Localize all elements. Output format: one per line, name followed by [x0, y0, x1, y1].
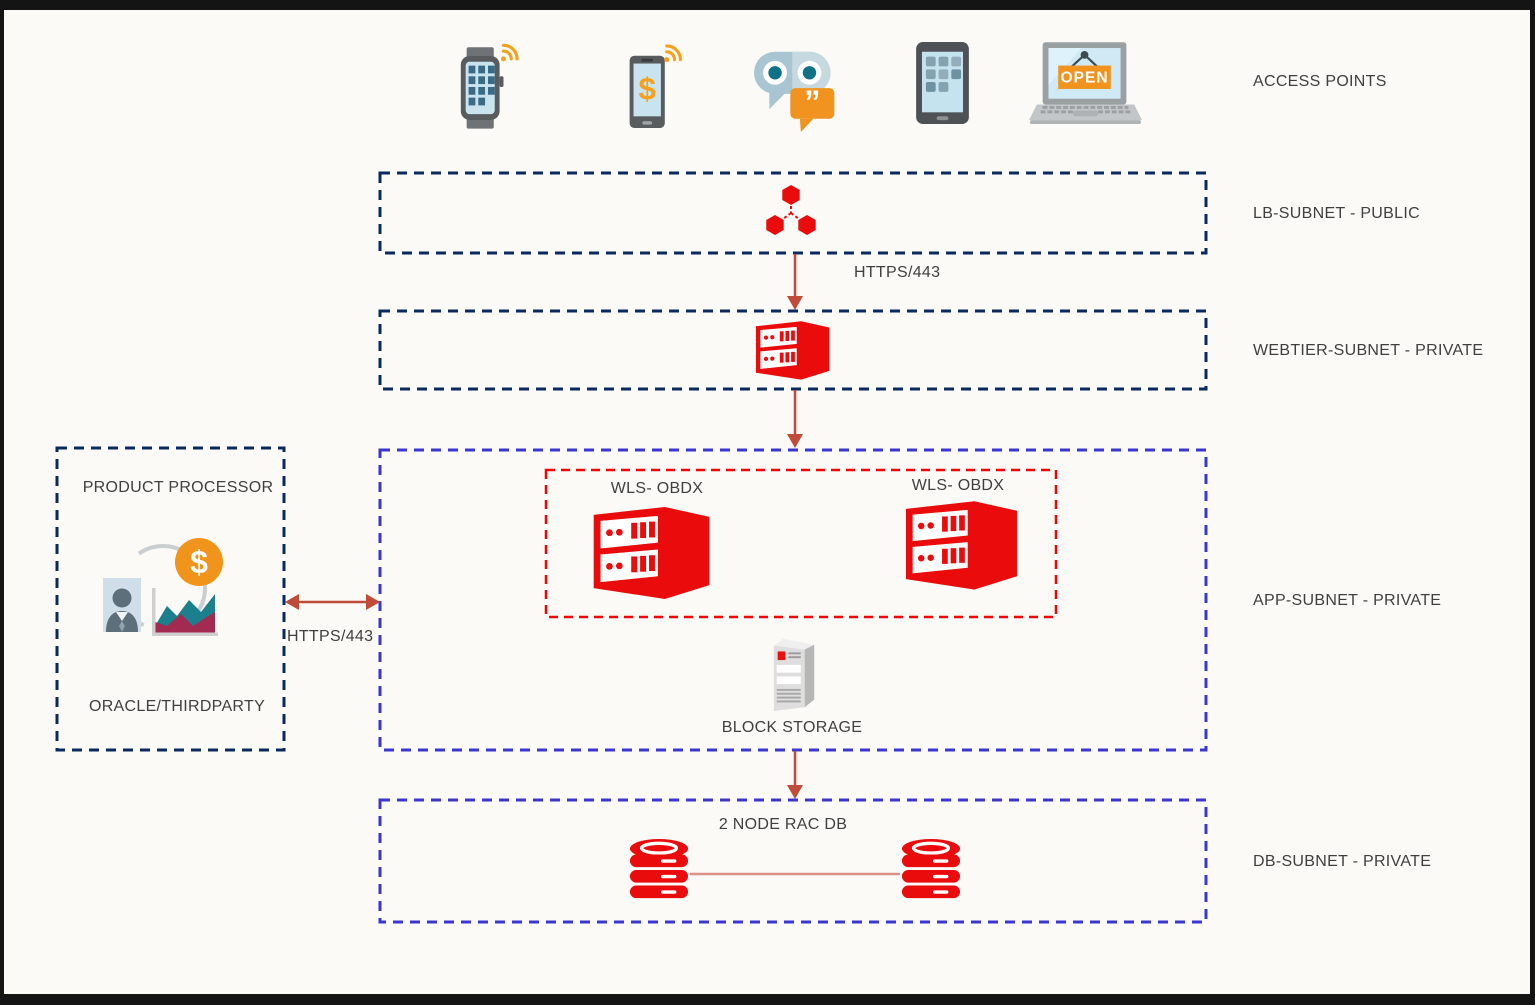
rac-db-node-1-icon: [628, 838, 690, 900]
dollar-sign: $: [190, 544, 208, 580]
https-label-top: HTTPS/443: [854, 264, 941, 281]
quote-marks: ”: [804, 84, 820, 120]
web-server-icon: [756, 318, 830, 381]
tablet-icon: [916, 42, 969, 125]
https-label-left: HTTPS/443: [287, 628, 374, 645]
rac-db-label: 2 NODE RAC DB: [718, 816, 848, 833]
product-processor-title: PRODUCT PROCESSOR: [82, 479, 274, 496]
wls-obdx-label-2: WLS- OBDX: [911, 477, 1005, 494]
area-chart-icon: [152, 588, 218, 636]
db-subnet-label: DB-SUBNET - PRIVATE: [1253, 853, 1432, 870]
person-photo-icon: [103, 578, 141, 632]
dollar-sign: $: [639, 72, 656, 107]
product-processor-subtitle: ORACLE/THIRDPARTY: [88, 698, 266, 715]
lb-subnet-label: LB-SUBNET - PUBLIC: [1253, 205, 1420, 222]
webtier-subnet-label: WEBTIER-SUBNET - PRIVATE: [1253, 342, 1484, 359]
wls-obdx-server-1-icon: [593, 504, 711, 599]
block-storage-label: BLOCK STORAGE: [721, 719, 863, 736]
load-balancer-icon: [766, 185, 816, 235]
app-subnet-label: APP-SUBNET - PRIVATE: [1253, 592, 1442, 609]
access-points-label: ACCESS POINTS: [1253, 73, 1387, 90]
laptop-open-sign-icon: OPEN: [1029, 42, 1142, 125]
wifi-signal-icon: [501, 43, 519, 61]
wls-obdx-server-2-icon: [906, 498, 1018, 590]
chatbot-icon: ”: [754, 51, 835, 133]
trackpad: [1072, 110, 1099, 117]
rac-db-node-2-icon: [900, 838, 962, 900]
open-sign-text: OPEN: [1061, 70, 1109, 87]
mobile-banking-icon: $: [629, 44, 682, 129]
wifi-signal-icon: [665, 44, 682, 62]
smartwatch-icon: [460, 43, 519, 129]
wls-obdx-label-1: WLS- OBDX: [610, 480, 704, 497]
keyboard-keys: [1040, 105, 1131, 114]
dollar-badge-icon: $: [175, 538, 223, 586]
product-processor-icon: $: [103, 538, 223, 636]
diagram-background: [4, 10, 1530, 994]
block-storage-icon: [773, 638, 815, 712]
